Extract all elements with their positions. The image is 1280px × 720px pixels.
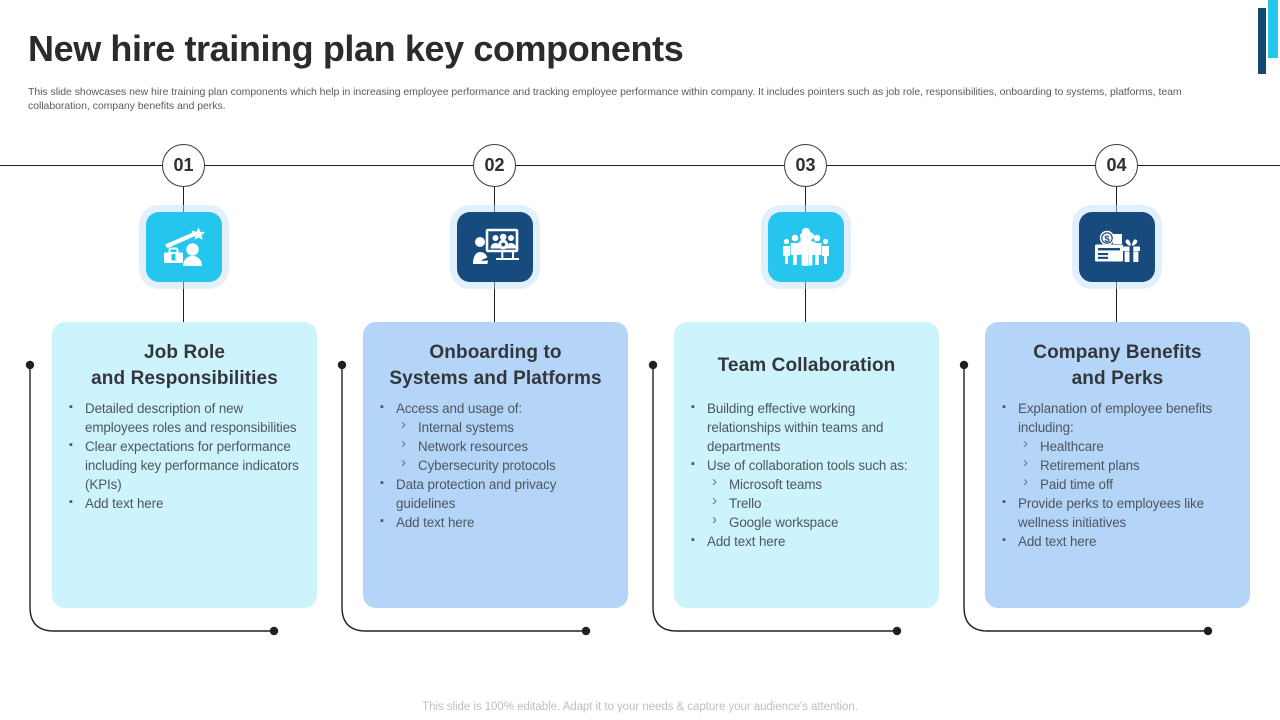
step-bullet-list-4: Explanation of employee benefits includi…: [1001, 398, 1234, 551]
list-item: Data protection and privacy guidelines: [379, 474, 612, 513]
connector-bracket-2: [328, 355, 608, 640]
list-item: Use of collaboration tools such as:: [690, 455, 923, 475]
step-bullet-list-2: Access and usage of: Internal systems Ne…: [379, 398, 612, 532]
list-item: Access and usage of:: [379, 398, 612, 418]
svg-text:$: $: [1104, 234, 1110, 245]
decoration-bar-navy: [1258, 8, 1266, 74]
stem-icon-to-card-3: [805, 280, 807, 324]
list-item: Cybersecurity protocols: [379, 453, 612, 475]
stem-icon-to-card-4: [1116, 280, 1118, 324]
list-item: Add text here: [1001, 531, 1234, 551]
list-item: Add text here: [690, 531, 923, 551]
training-presentation-icon[interactable]: [457, 212, 533, 282]
page-title: New hire training plan key components: [28, 28, 684, 69]
stem-icon-to-card-2: [494, 280, 496, 324]
list-item: Detailed description of new employees ro…: [68, 398, 301, 437]
stem-circle-to-icon-4: [1116, 186, 1118, 214]
list-item: Microsoft teams: [690, 472, 923, 494]
step-card-title-3: Team Collaboration: [717, 355, 896, 376]
list-item: Building effective working relationships…: [690, 398, 923, 456]
footer-note: This slide is 100% editable. Adapt it to…: [422, 701, 858, 713]
timeline-axis: [0, 165, 1280, 166]
stem-circle-to-icon-3: [805, 186, 807, 214]
list-item: Paid time off: [1001, 472, 1234, 494]
step-card-3[interactable]: Team Collaboration Building effective wo…: [674, 322, 939, 608]
step-number-1[interactable]: 01: [162, 144, 205, 187]
stem-circle-to-icon-2: [494, 186, 496, 214]
connector-bracket-3: [639, 355, 919, 640]
stem-icon-to-card-1: [183, 280, 185, 324]
step-number-4[interactable]: 04: [1095, 144, 1138, 187]
stem-circle-to-icon-1: [183, 186, 185, 214]
connector-bracket-1: [16, 355, 296, 640]
career-growth-icon[interactable]: [146, 212, 222, 282]
page-subtitle: This slide showcases new hire training p…: [28, 86, 1182, 112]
team-group-icon[interactable]: [768, 212, 844, 282]
list-item: Add text here: [68, 493, 301, 513]
list-item: Clear expectations for performance inclu…: [68, 436, 301, 494]
list-item: Add text here: [379, 512, 612, 532]
list-item: Provide perks to employees like wellness…: [1001, 493, 1234, 532]
list-item: Network resources: [379, 434, 612, 456]
list-item: Trello: [690, 491, 923, 513]
list-item: Healthcare: [1001, 434, 1234, 456]
connector-bracket-4: [950, 355, 1230, 640]
step-number-3[interactable]: 03: [784, 144, 827, 187]
money-gift-benefits-icon[interactable]: $: [1079, 212, 1155, 282]
list-item: Explanation of employee benefits includi…: [1001, 398, 1234, 437]
step-number-2[interactable]: 02: [473, 144, 516, 187]
list-item: Retirement plans: [1001, 453, 1234, 475]
step-bullet-list-1: Detailed description of new employees ro…: [68, 398, 301, 513]
list-item: Google workspace: [690, 510, 923, 532]
step-bullet-list-3: Building effective working relationships…: [690, 398, 923, 551]
decoration-bar-cyan: [1268, 0, 1278, 58]
list-item: Internal systems: [379, 415, 612, 437]
